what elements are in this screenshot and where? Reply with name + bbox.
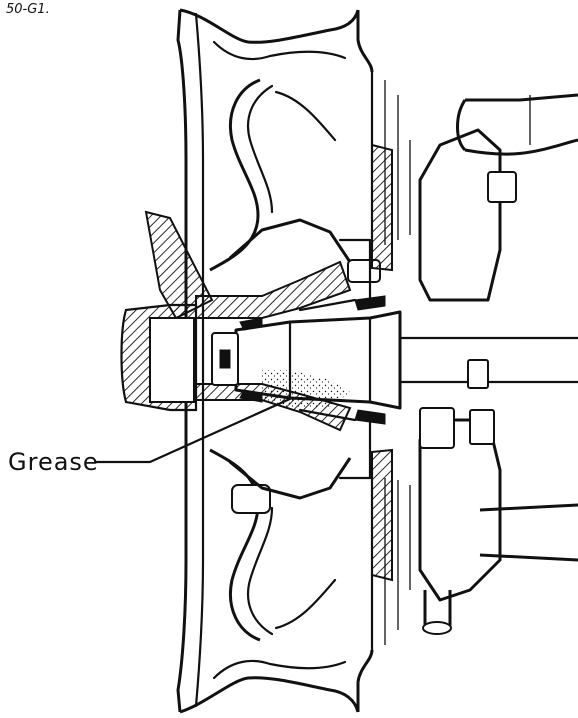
- spindle: [211, 310, 578, 410]
- grease-callout-label: Grease: [8, 448, 99, 476]
- knuckle-nut-lower: [419, 407, 455, 449]
- cotter-pin: [219, 349, 231, 369]
- bearings: [239, 295, 386, 425]
- brake-drum: [338, 143, 393, 582]
- hub-casting: [120, 210, 352, 500]
- grease-leader: [94, 396, 294, 464]
- wheel-disc: [209, 78, 381, 642]
- steering-knuckle: [418, 93, 578, 635]
- grease-pack: [262, 370, 350, 408]
- disc-bolt-boss-lower: [231, 484, 271, 514]
- knuckle-nut-upper: [487, 171, 517, 203]
- figure-id-label: 50-G1.: [6, 2, 50, 17]
